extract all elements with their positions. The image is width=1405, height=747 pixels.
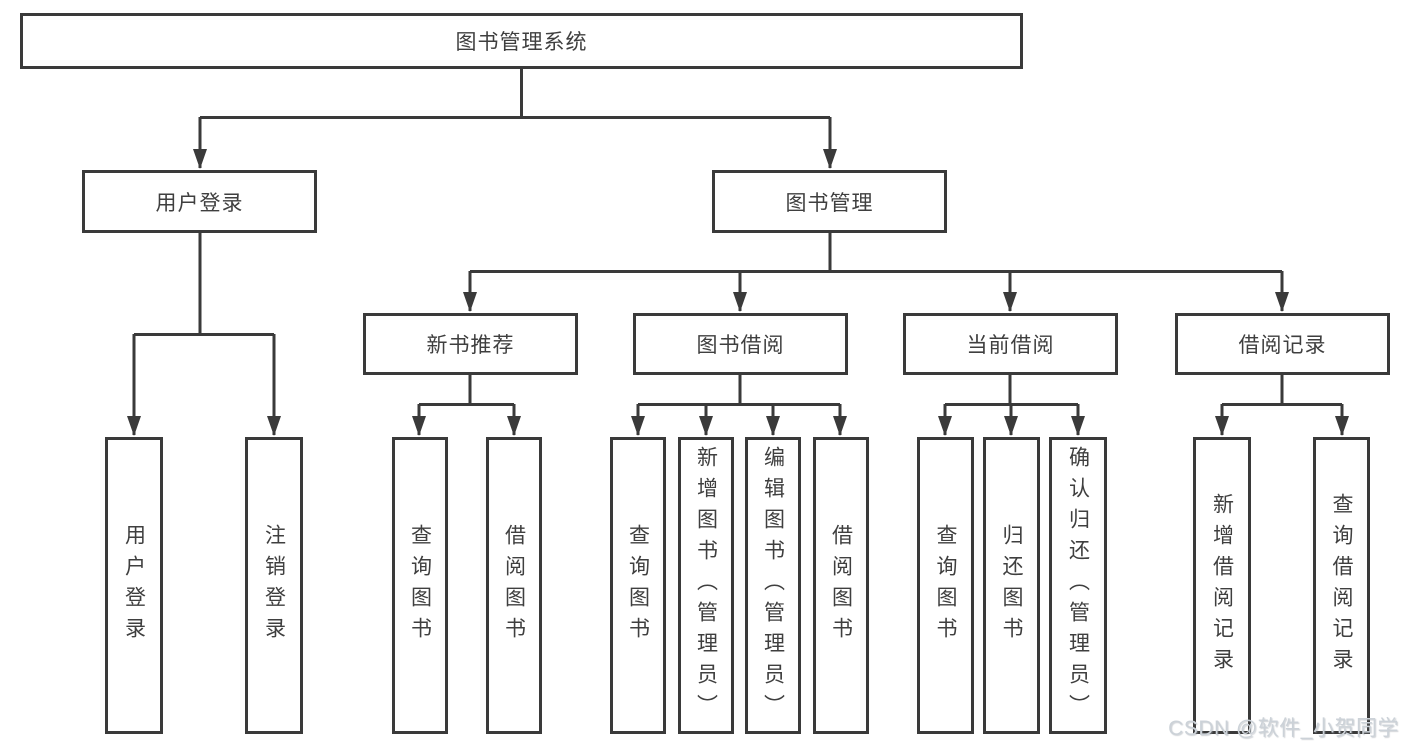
leaf-borrow-books-borrowing: 借阅图书	[813, 437, 869, 734]
arrow-drops	[127, 117, 1349, 436]
leaf-user-login: 用户登录	[105, 437, 163, 734]
leaf-query-books-current: 查询图书	[917, 437, 974, 734]
leaf-label: 确认归还（管理员）	[1066, 446, 1090, 725]
leaf-query-books-recommend: 查询图书	[392, 437, 448, 734]
rail-new-book-children	[419, 374, 514, 406]
node-book-management: 图书管理	[712, 170, 947, 233]
leaf-label: 查询图书	[934, 523, 957, 648]
rail-root-to-level2	[200, 68, 830, 119]
leaf-label: 查询图书	[626, 523, 650, 648]
rail-borrow-record-children	[1222, 374, 1342, 406]
leaf-label: 借阅图书	[829, 523, 853, 648]
leaf-query-books-borrowing: 查询图书	[610, 437, 666, 734]
leaf-label: 新增图书（管理员）	[694, 446, 718, 725]
leaf-label: 查询借阅记录	[1330, 492, 1353, 679]
leaf-label: 查询图书	[408, 523, 432, 648]
leaf-label: 归还图书	[1000, 523, 1023, 648]
leaf-label: 编辑图书（管理员）	[761, 446, 785, 725]
leaf-label: 注销登录	[262, 523, 286, 648]
leaf-logout: 注销登录	[245, 437, 303, 734]
node-new-book-recommendation: 新书推荐	[363, 313, 578, 375]
rail-book-management-children	[470, 231, 1282, 273]
leaf-label: 新增借阅记录	[1210, 492, 1234, 679]
node-current-borrowing: 当前借阅	[903, 313, 1118, 375]
watermark-text: CSDN @软件_小贺同学	[1168, 717, 1399, 740]
node-user-login: 用户登录	[82, 170, 317, 233]
leaf-label: 用户登录	[122, 523, 146, 648]
node-library-management-system: 图书管理系统	[20, 13, 1023, 69]
leaf-add-borrow-record: 新增借阅记录	[1193, 437, 1251, 734]
leaf-add-book-admin: 新增图书（管理员）	[678, 437, 734, 734]
leaf-confirm-return-admin: 确认归还（管理员）	[1049, 437, 1107, 734]
leaf-edit-book-admin: 编辑图书（管理员）	[745, 437, 801, 734]
rail-current-borrow-children	[945, 374, 1078, 406]
leaf-query-borrow-record: 查询借阅记录	[1313, 437, 1370, 734]
leaf-borrow-books-recommend: 借阅图书	[486, 437, 542, 734]
rail-user-login-children	[134, 231, 274, 336]
leaf-label: 借阅图书	[502, 523, 526, 648]
node-borrowing-records: 借阅记录	[1175, 313, 1390, 375]
node-book-borrowing: 图书借阅	[633, 313, 848, 375]
leaf-return-book: 归还图书	[983, 437, 1040, 734]
rail-book-borrow-children	[638, 374, 840, 406]
